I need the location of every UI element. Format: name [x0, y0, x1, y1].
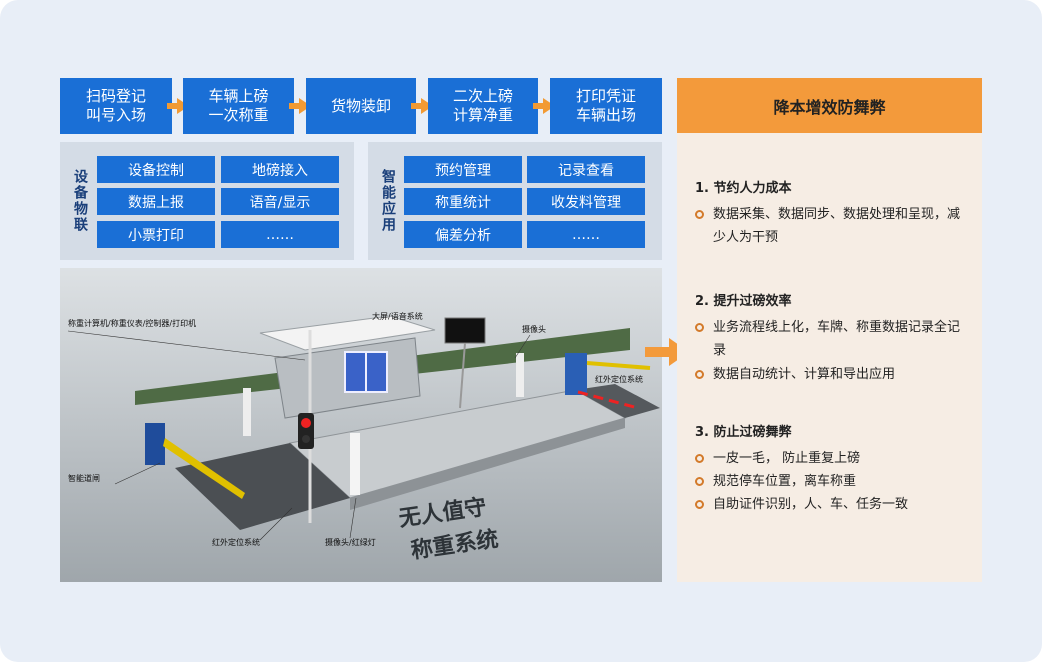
label-computer: 称重计算机/称重仪表/控制器/打印机: [68, 318, 196, 328]
iot-panel-label: 设备物联: [72, 169, 88, 233]
flow-step-text: 车辆出场: [575, 106, 636, 124]
benefit-item: 规范停车位置，离车称重: [695, 470, 965, 493]
benefit-item-text: 业务流程线上化，车牌、称重数据记录全记录: [713, 320, 961, 358]
flow-step-4: 二次上磅 计算净重: [428, 78, 538, 134]
smart-app-panel-label: 智能应用: [380, 169, 396, 233]
benefit-heading: 3. 防止过磅舞弊: [695, 425, 792, 440]
benefit-item-text: 一皮一毛， 防止重复上磅: [713, 451, 861, 466]
benefit-item: 数据采集、数据同步、数据处理和呈现，减少人为干预: [695, 203, 965, 249]
benefit-item: 一皮一毛， 防止重复上磅: [695, 447, 965, 470]
smart-app-item: 记录查看: [527, 156, 645, 183]
flow-step-text: 打印凭证: [575, 87, 636, 105]
flow-step-1: 扫码登记 叫号入场: [60, 78, 172, 134]
label-camera-light: 摄像头/红绿灯: [325, 537, 376, 547]
smart-app-item: 偏差分析: [404, 221, 522, 248]
leader-line: [259, 507, 293, 541]
booth-roof: [259, 315, 436, 351]
label-infrared-bottom: 红外定位系统: [212, 537, 260, 547]
leader-line: [514, 334, 531, 359]
iot-item: 设备控制: [97, 156, 215, 183]
smart-app-item: 收发料管理: [527, 188, 645, 215]
smart-app-item: 预约管理: [404, 156, 522, 183]
label-gate: 智能道闸: [68, 473, 100, 483]
label-screen: 大屏/语音系统: [372, 311, 423, 321]
leader-line: [67, 330, 306, 361]
benefit-item-text: 自助证件识别，人、车、任务一致: [713, 497, 909, 512]
screen-pole: [459, 342, 466, 409]
infrared-beam: [577, 390, 639, 410]
benefit-item: 数据自动统计、计算和导出应用: [695, 363, 965, 386]
bullet-icon: [695, 454, 704, 463]
benefit-item: 业务流程线上化，车牌、称重数据记录全记录: [695, 316, 965, 362]
led-screen: [444, 317, 486, 344]
benefit-item: 自助证件识别，人、车、任务一致: [695, 493, 965, 516]
flow-step-3: 货物装卸: [306, 78, 416, 134]
benefit-heading: 2. 提升过磅效率: [695, 294, 792, 309]
leader-line: [349, 497, 357, 539]
right-gate-arm: [586, 361, 651, 370]
label-infrared-right: 红外定位系统: [595, 374, 643, 384]
benefits-title: 降本增效防舞弊: [677, 78, 982, 133]
bullet-icon: [695, 500, 704, 509]
smart-app-item: 称重统计: [404, 188, 522, 215]
iot-panel: 设备物联 设备控制 地磅接入 数据上报 语音/显示 小票打印 ……: [60, 142, 354, 260]
right-gate-box: [565, 353, 587, 395]
benefit-item-text: 数据采集、数据同步、数据处理和呈现，减少人为干预: [713, 207, 961, 245]
benefit-item-text: 规范停车位置，离车称重: [713, 474, 857, 489]
leader-line: [114, 462, 161, 485]
iot-item: 小票打印: [97, 221, 215, 248]
left-gate-box: [145, 423, 165, 465]
benefit-item-text: 数据自动统计、计算和导出应用: [713, 367, 896, 382]
benefit-heading: 1. 节约人力成本: [695, 181, 792, 196]
approach-ramp: [175, 443, 350, 530]
iot-item: 地磅接入: [221, 156, 339, 183]
flow-step-text: 二次上磅: [452, 87, 513, 105]
label-camera-top: 摄像头: [522, 324, 546, 334]
flow-step-text: 计算净重: [452, 106, 513, 124]
infrared-pillar: [243, 388, 251, 436]
smart-app-panel: 智能应用 预约管理 记录查看 称重统计 收发料管理 偏差分析 ……: [368, 142, 662, 260]
platform-edge: [350, 418, 625, 510]
flow-step-text: 扫码登记: [85, 87, 146, 105]
weighbridge-scene: 称重计算机/称重仪表/控制器/打印机 大屏/语音系统 摄像头 红外定位系统 智能…: [60, 268, 662, 582]
flow-step-2: 车辆上磅 一次称重: [183, 78, 294, 134]
bullet-icon: [695, 210, 704, 219]
weighbridge-illustration: 称重计算机/称重仪表/控制器/打印机 大屏/语音系统 摄像头 红外定位系统 智能…: [60, 268, 662, 582]
bullet-icon: [695, 370, 704, 379]
left-gate-arm: [163, 438, 245, 499]
benefits-panel: 降本增效防舞弊 1. 节约人力成本 数据采集、数据同步、数据处理和呈现，减少人为…: [677, 78, 982, 582]
flow-step-text: 车辆上磅: [208, 87, 269, 105]
green-light: [302, 435, 310, 443]
bullet-icon: [695, 323, 704, 332]
infrared-pillar: [350, 433, 360, 495]
iot-item: 语音/显示: [221, 188, 339, 215]
flow-step-text: 货物装卸: [330, 96, 391, 115]
flow-step-text: 一次称重: [208, 106, 269, 124]
infrared-pillar: [516, 353, 524, 397]
flow-step-text: 叫号入场: [85, 106, 146, 124]
smart-app-item: ……: [527, 221, 645, 248]
flow-step-5: 打印凭证 车辆出场: [550, 78, 662, 134]
iot-item: 数据上报: [97, 188, 215, 215]
bullet-icon: [695, 477, 704, 486]
iot-item: ……: [221, 221, 339, 248]
red-light: [301, 418, 311, 428]
